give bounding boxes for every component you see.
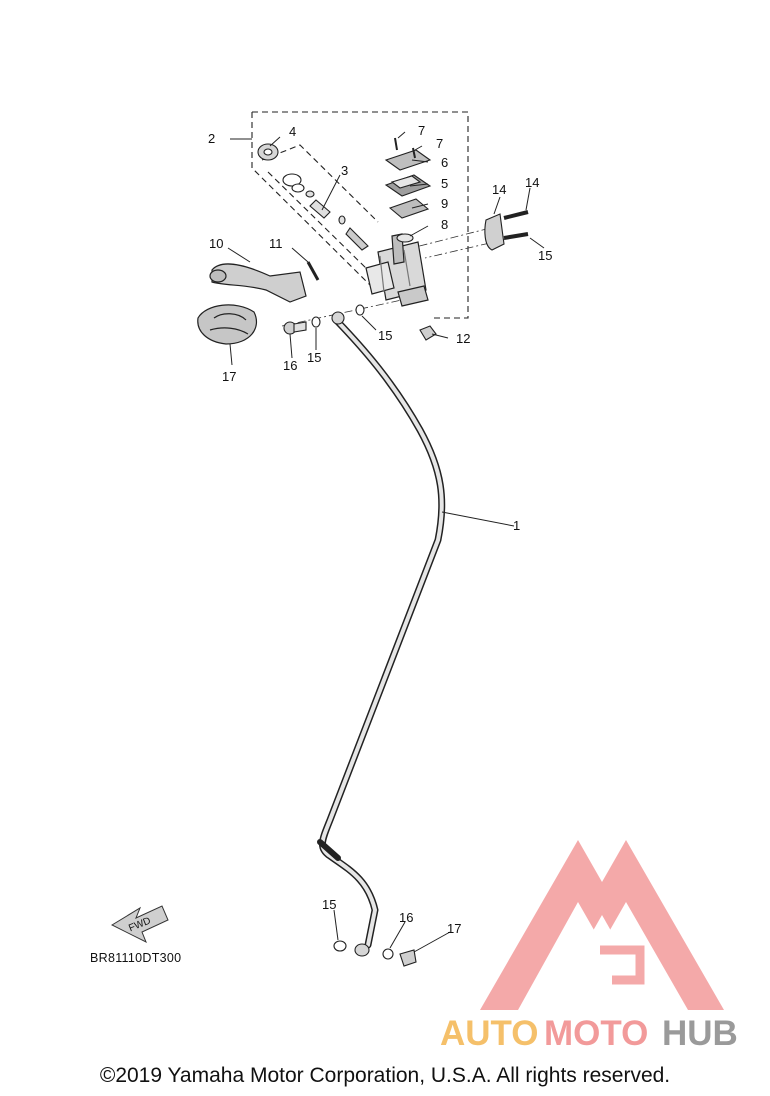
fittings	[283, 304, 437, 967]
part-code: BR81110DT300	[90, 951, 181, 965]
callout-11: 11	[269, 236, 283, 251]
callout-8: 8	[441, 217, 448, 232]
callout-9: 9	[441, 196, 448, 211]
holder-clamp	[484, 210, 529, 251]
callout-13: 14	[492, 182, 506, 197]
callout-5: 5	[441, 176, 448, 191]
watermark-moto: MOTO	[544, 1014, 648, 1053]
callout-15-top-left: 15	[307, 350, 321, 365]
callout-17: 17	[222, 369, 236, 384]
callout-10: 10	[209, 236, 223, 251]
watermark-auto: AUTO	[440, 1014, 539, 1053]
boot	[257, 143, 279, 161]
callout-2: 2	[208, 131, 215, 146]
piston-kit	[282, 173, 369, 251]
callout-16-bottom: 17	[447, 921, 461, 936]
watermark-logo	[480, 840, 724, 1010]
lever-cover	[197, 304, 257, 345]
master-cylinder	[365, 233, 429, 307]
callout-15-bottom-right: 16	[399, 910, 413, 925]
callout-3: 3	[341, 163, 348, 178]
watermark-text: AUTO MOTO HUB	[440, 1014, 738, 1053]
callout-6: 6	[441, 155, 448, 170]
brake-hose	[317, 318, 446, 949]
fwd-arrow: FWD	[110, 905, 169, 944]
callout-14-upper: 14	[525, 175, 539, 190]
callout-15-bottom-left: 15	[322, 897, 336, 912]
callout-14-lower: 15	[538, 248, 552, 263]
leader-lines	[227, 131, 545, 953]
callout-15-top-right: 15	[378, 328, 392, 343]
watermark-hub: HUB	[662, 1014, 738, 1053]
callout-16-top: 16	[283, 358, 297, 373]
callout-4: 4	[289, 124, 296, 139]
callout-12: 12	[456, 331, 470, 346]
copyright: ©2019 Yamaha Motor Corporation, U.S.A. A…	[99, 1064, 671, 1087]
callout-7-lower: 7	[436, 136, 443, 151]
callouts: 2 4 3 7 7 6 5 9 8 14 14 15 10 11 12 15 1…	[208, 123, 552, 936]
center-lines	[281, 225, 521, 327]
brake-lever	[209, 261, 320, 303]
reservoir-cap	[384, 137, 432, 243]
callout-1: 1	[513, 518, 520, 533]
callout-7-upper: 7	[418, 123, 425, 138]
